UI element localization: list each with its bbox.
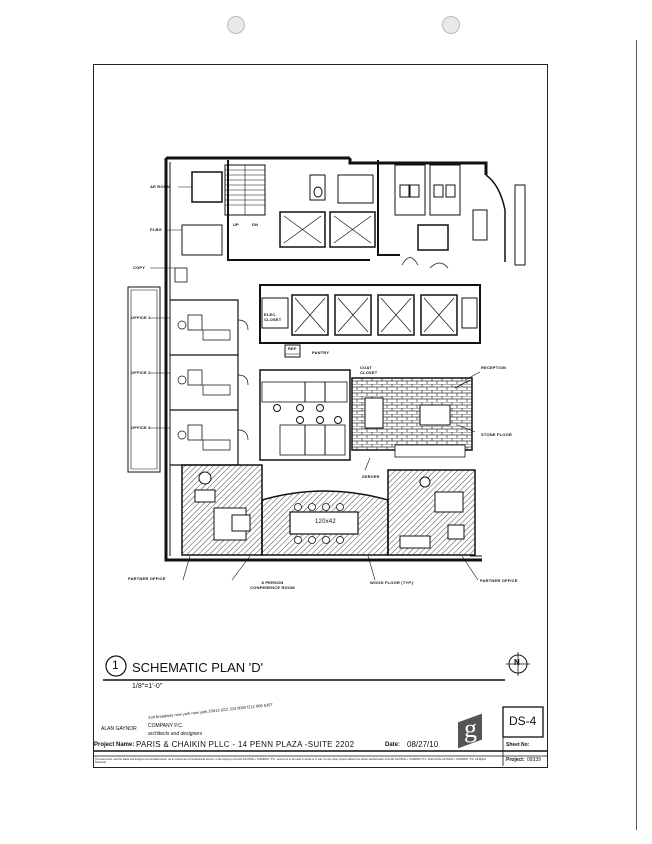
label-plbg: PLBG <box>150 227 162 232</box>
label-stair-up: UP <box>233 222 239 227</box>
drawing-border <box>93 64 548 768</box>
label-coat-closet: COAT CLOSET <box>360 365 378 375</box>
punch-hole-left <box>227 16 245 34</box>
firm-name-right: COMPANY P.C. <box>148 723 184 729</box>
label-conference-table: 120x42 <box>315 519 336 525</box>
label-pantry: PANTRY <box>312 350 330 355</box>
label-ae-room: AE ROOM <box>150 184 171 189</box>
title-block <box>93 652 548 766</box>
label-partner-office-left: PARTNER OFFICE <box>128 576 166 581</box>
plan-title: SCHEMATIC PLAN 'D' <box>132 660 264 675</box>
project-number-label: Project: <box>506 757 525 763</box>
label-copy: COPY <box>133 265 146 270</box>
label-office-3: OFFICE 3 <box>131 425 151 430</box>
label-reception: RECEPTION <box>481 365 507 370</box>
plan-scale: 1/8"=1'-0" <box>132 683 163 690</box>
firm-logo: g <box>454 710 490 749</box>
label-office-1: OFFICE 1 <box>131 315 151 320</box>
office-partitions <box>170 267 249 466</box>
project-name: PARIS & CHAIKIN PLLC - 14 PENN PLAZA -SU… <box>136 740 355 749</box>
sheet-label: Sheet No: <box>506 742 530 748</box>
elevator-bank <box>259 284 481 344</box>
leader-lines <box>150 186 481 581</box>
disclaimer: This document, and the ideas and designs… <box>95 758 487 765</box>
date-value: 08/27/10 <box>407 740 439 749</box>
label-wood-floor: WOOD FLOOR (TYP.) <box>370 580 414 585</box>
reception-area <box>351 377 473 458</box>
workstations <box>259 344 351 461</box>
logo-letter: g <box>464 714 477 743</box>
project-number: 09339 <box>527 757 541 763</box>
label-stair-down: DN <box>252 222 259 227</box>
north-arrow-icon: N <box>514 658 520 667</box>
date-label: Date: <box>385 742 401 748</box>
bottom-offices <box>181 464 476 556</box>
label-conference-room: 8 PERSON CONFERENCE ROOM <box>250 580 295 590</box>
label-server: SERVER <box>362 474 380 479</box>
label-ref: REF <box>288 346 297 351</box>
label-office-2: OFFICE 2 <box>131 370 151 375</box>
sheet-number: DS-4 <box>509 714 537 728</box>
building-core <box>181 160 488 269</box>
exterior-walls <box>127 156 526 562</box>
firm-tagline: architects and designers <box>148 731 203 737</box>
label-partner-office-right: PARTNER OFFICE <box>480 578 518 583</box>
label-elec-closet: ELEC. CLOSET <box>264 312 282 322</box>
punch-hole-right <box>442 16 460 34</box>
project-name-label: Project Name: <box>94 742 135 748</box>
label-stone-floor: STONE FLOOR <box>481 432 513 437</box>
drawing-number: 1 <box>112 658 119 672</box>
page-edge-line <box>636 40 637 830</box>
firm-name-left: ALAN GAYNOR <box>101 726 137 732</box>
